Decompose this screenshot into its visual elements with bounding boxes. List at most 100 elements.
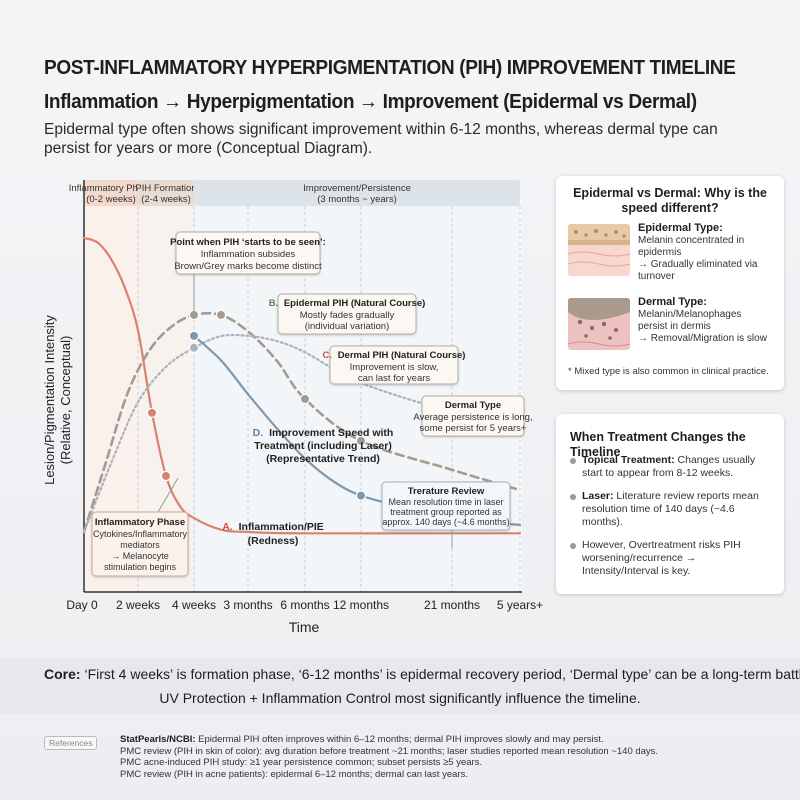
annotation-review-line2: treatment group reported as: [390, 507, 502, 517]
annotation-pih-visible: Point when PIH ‘starts to be seen’: Infl…: [170, 231, 326, 314]
core-label: Core:: [44, 666, 81, 682]
phase-range-2: (3 months ~ years): [317, 194, 396, 205]
page-subtitle: Inflammation → Hyperpigmentation → Impro…: [44, 90, 697, 113]
marker-inflammation-0: [146, 407, 158, 419]
annotation-inflammation-line2: (Redness): [248, 535, 299, 547]
annotation-dermal-type-line2: some persist for 5 years+: [420, 423, 527, 434]
marker-treatment-0: [188, 330, 200, 342]
annotation-inflammatory-phase-line1: Cytokines/Inflammatory: [93, 529, 188, 539]
phase-label-0: Inflammatory Phase: [69, 183, 153, 194]
x-tick-label: 2 weeks: [116, 598, 160, 612]
epidermal-type-line3: → Gradually eliminated via: [638, 259, 758, 270]
annotation-inflammatory-phase-line3: → Melanocyte: [111, 551, 169, 561]
phase-header-1: [138, 180, 194, 206]
references-label: References: [44, 736, 98, 750]
annotation-inflammatory-phase-line2: mediators: [120, 540, 160, 550]
card-epidermal-vs-dermal-title: Epidermal vs Dermal: Why is the speed di…: [573, 186, 767, 215]
page-title: POST-INFLAMMATORY HYPERPIGMENTATION (PIH…: [44, 56, 736, 79]
annotation-review-title: Trerature Review: [408, 486, 485, 497]
epidermal-type-row: Epidermal Type: Melanin concentrated in …: [568, 220, 772, 284]
x-tick-label: 3 months: [223, 598, 272, 612]
dermal-type-line3: → Removal/Migration is slow: [638, 333, 767, 344]
annotation-dermal-letter: C.: [323, 350, 333, 361]
annotation-review-line3: approx. 140 days (~4.6 months): [382, 517, 509, 527]
core-line2: UV Protection + Inflammation Control mos…: [159, 690, 641, 706]
annotation-treatment-line2: Treatment (including Laser): [254, 440, 392, 452]
svg-text:A. Inflammation/PIE: A. Inflammation/PIE: [222, 521, 324, 533]
annotation-dermal-line1: Improvement is slow,: [350, 362, 439, 373]
intro-text: Epidermal type often shows significant i…: [44, 121, 718, 157]
marker-epidermal-3: [355, 435, 367, 447]
epidermal-type-line2: epidermis: [638, 247, 682, 258]
treatment-item-overtreatment: However, Overtreatment risks PIH worseni…: [570, 539, 774, 578]
epidermal-skin-illustration: [568, 224, 630, 276]
annotation-treatment-line1: Improvement Speed with: [269, 427, 393, 439]
annotation-review: Trerature Review Mean resolution time in…: [381, 481, 511, 548]
annotation-epidermal: B. Epidermal PIH (Natural Course) Mostly…: [269, 293, 426, 335]
phase-header-2: [194, 180, 520, 206]
card-epidermal-vs-dermal: Epidermal vs Dermal: Why is the speed di…: [556, 176, 784, 390]
dermal-type-line2: persist in dermis: [638, 321, 711, 332]
x-tick-label: 21 months: [424, 598, 480, 612]
marker-treatment-1: [355, 490, 367, 501]
annotation-epidermal-line2: (individual variation): [305, 321, 389, 332]
dermal-type-row: Dermal Type: Melanin/Melanophages persis…: [568, 294, 772, 358]
series-line-inflammation: [82, 236, 522, 535]
epidermal-type-line1: Melanin concentrated in: [638, 235, 745, 246]
annotation-dermal-type: Dermal Type Average persistence is long,…: [413, 395, 533, 437]
references-list: StatPearls/NCBI: Epidermal PIH often imp…: [120, 734, 760, 780]
x-tick-label: 6 months: [280, 598, 329, 612]
annotation-inflammation: A. Inflammation/PIE (Redness): [222, 521, 324, 547]
reference-item: StatPearls/NCBI: Epidermal PIH often imp…: [120, 734, 604, 745]
epidermal-type-line4: turnover: [638, 271, 675, 282]
annotation-epidermal-line1: Mostly fades gradually: [300, 310, 395, 321]
series-line-dermal: [82, 333, 522, 534]
marker-inflammation-1: [160, 470, 172, 482]
phase-range-1: (2-4 weeks): [141, 194, 191, 205]
epidermal-type-text: Epidermal Type: Melanin concentrated in …: [638, 222, 778, 283]
annotation-treatment-letter: D.: [253, 427, 264, 439]
svg-text:B. Epidermal PIH (Natura: B. Epidermal PIH (Natural Course): [269, 298, 426, 309]
dermal-type-title: Dermal Type:: [638, 296, 707, 308]
y-axis-label-line1: Lesion/Pigmentation Intensity: [42, 315, 57, 485]
timeline-chart: Inflammatory Phase(0-2 weeks)PIH Formati…: [42, 180, 543, 635]
reference-item: PMC review (PIH in acne patients): epide…: [120, 768, 468, 780]
annotation-pih-visible-line2: Brown/Grey marks become distinct: [174, 261, 322, 272]
annotation-epidermal-title: Epidermal PIH (Natural Course): [284, 298, 425, 309]
marker-epidermal-1: [215, 309, 227, 321]
x-tick-label: 5 years+: [497, 598, 543, 612]
annotation-dermal: C. Dermal PIH (Natural Course) Improveme…: [323, 345, 466, 385]
x-tick-labels: Day 0 2 weeks 4 weeks 3 months 6 months 12 mo…: [66, 598, 543, 612]
annotation-inflammatory-phase: Inflammatory Phase Cytokines/Inflammator…: [91, 477, 189, 577]
dermal-skin-illustration: [568, 298, 630, 350]
annotation-pih-visible-line1: Inflammation subsides: [201, 249, 296, 260]
annotation-inflammatory-phase-line4: stimulation begins: [104, 562, 177, 572]
phase-label-1: PIH Formation: [135, 183, 196, 194]
annotation-treatment: D. Improvement Speed with Treatment (inc…: [253, 427, 394, 465]
phase-header-0: [84, 180, 138, 206]
treatment-list: Topical Treatment: Changes usually start…: [570, 454, 774, 588]
svg-text:C. Dermal PIH (Natural C: C. Dermal PIH (Natural Course): [323, 350, 466, 361]
y-axis-label-line2: (Relative, Conceptual): [58, 336, 73, 465]
annotation-review-line1: Mean resolution time in laser: [388, 497, 503, 507]
x-tick-label: Day 0: [66, 598, 98, 612]
core-line1: Core: ‘First 4 weeks’ is formation phase…: [44, 666, 800, 682]
epidermal-type-title: Epidermal Type:: [638, 222, 723, 234]
card-treatment: When Treatment Changes the Timeline Topi…: [556, 414, 784, 594]
mixed-type-note: * Mixed type is also common in clinical …: [568, 366, 769, 377]
marker-epidermal-2: [299, 393, 311, 405]
annotation-treatment-line3: (Representative Trend): [266, 453, 380, 465]
x-tick-label: 4 weeks: [172, 598, 216, 612]
reference-item: PMC review (PIH in skin of color): avg d…: [120, 745, 659, 757]
reference-item: PMC acne-induced PIH study: ≥1 year pers…: [120, 757, 483, 768]
annotation-inflammation-letter: A.: [222, 521, 233, 533]
treatment-item-laser: Laser: Literature review reports mean re…: [570, 490, 774, 529]
annotation-pih-visible-title: Point when PIH ‘starts to be seen’:: [170, 237, 326, 248]
dermal-type-text: Dermal Type: Melanin/Melanophages persis…: [638, 296, 778, 345]
phase-label-2: Improvement/Persistence: [303, 183, 411, 194]
annotation-inflammatory-phase-title: Inflammatory Phase: [95, 517, 185, 528]
marker-dermal-0: [188, 342, 200, 354]
svg-text:D. Improvement Speed wit: D. Improvement Speed with: [253, 427, 394, 439]
x-tick-label: 12 months: [333, 598, 389, 612]
annotation-inflammation-line1: Inflammation/PIE: [239, 521, 324, 533]
